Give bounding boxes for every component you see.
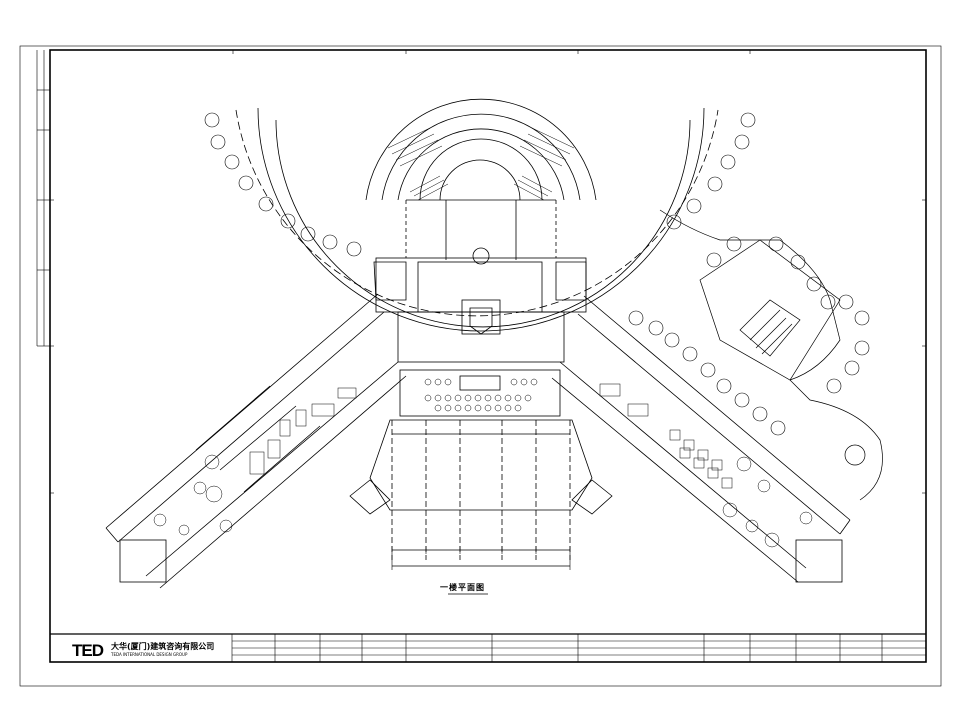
parking-lot [659,209,883,501]
central-block [349,247,613,570]
right-wing [551,261,851,583]
company-logo: TED [72,641,104,660]
sheet-outer-frame [19,45,942,687]
left-binding-strip [36,50,50,347]
title-block [50,633,926,662]
border-ticks [50,50,926,494]
company-name-en: TEDA INTERNATIONAL DESIGN GROUP [111,652,188,657]
left-wing [105,261,407,589]
company-name-cn: 大华(厦门)建筑咨询有限公司 [111,642,215,651]
trees-left [204,112,362,257]
plan-title: 一楼平面图 [440,583,485,592]
central-plaza [235,98,719,332]
sheet-inner-frame [49,49,927,663]
